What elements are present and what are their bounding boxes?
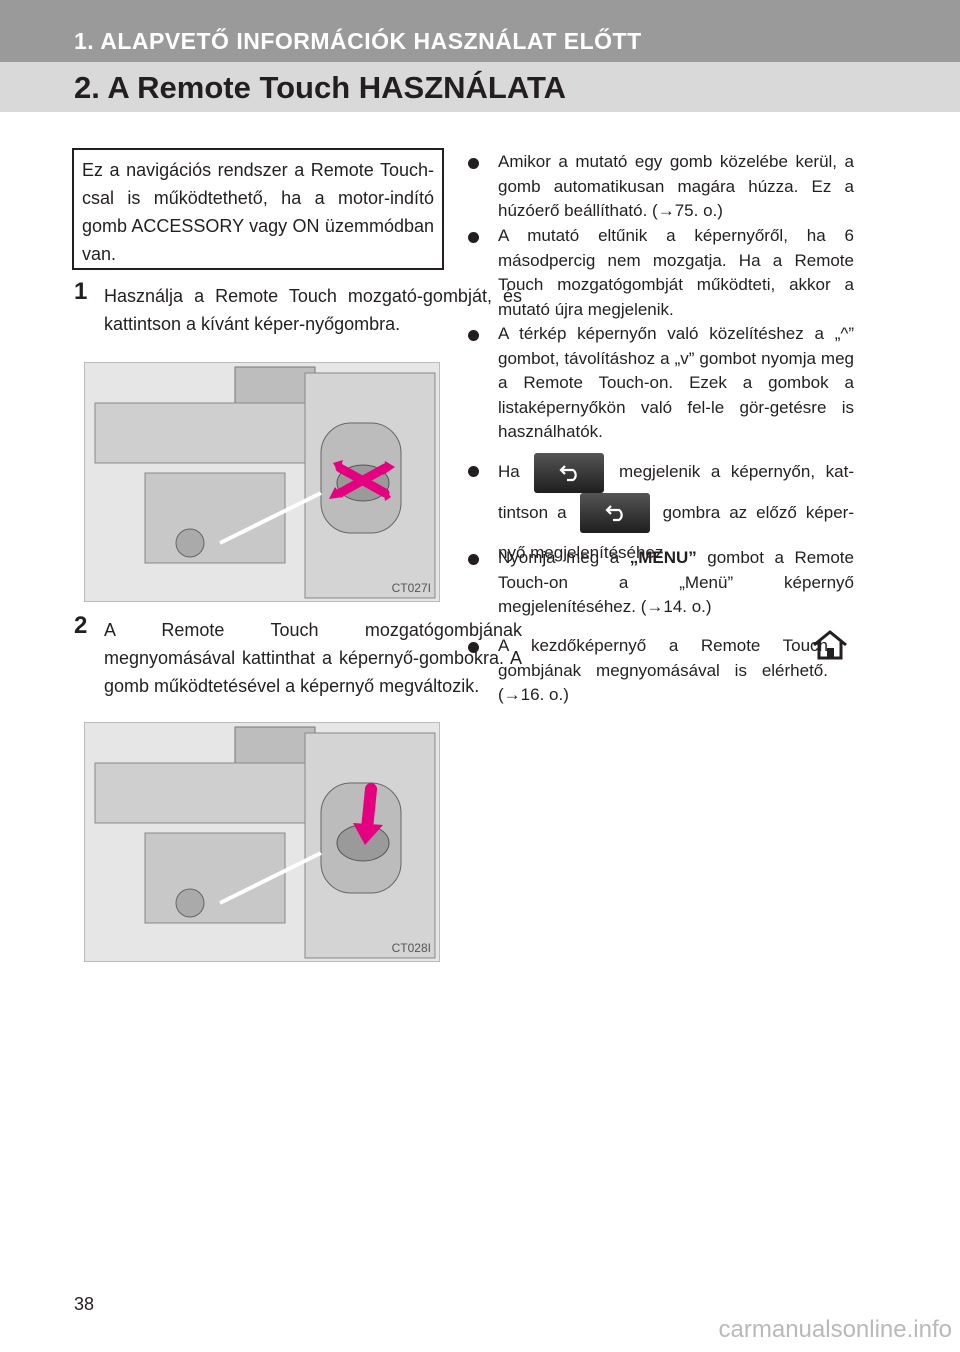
image-code: CT027I bbox=[391, 581, 431, 595]
intro-box: Ez a navigációs rendszer a Remote Touch-… bbox=[72, 148, 444, 270]
bullet-text-part: gombra az előző képer-nyő megjelenítéséh… bbox=[498, 502, 855, 563]
home-icon bbox=[813, 630, 847, 660]
image-code: CT028I bbox=[391, 941, 431, 955]
bullet-text: Amikor a mutató egy gomb közelébe kerül,… bbox=[498, 152, 854, 220]
bullet-text-part: gombot a Remote Touch-on a „Menü” képern… bbox=[498, 548, 854, 616]
remote-touch-press-photo: CT028I bbox=[84, 722, 440, 962]
bullet-text: A mutató eltűnik a képernyőről, ha 6 más… bbox=[498, 226, 854, 319]
bullet-text-part: Ha bbox=[498, 462, 520, 481]
back-arrow-icon bbox=[605, 505, 623, 522]
header-stripe bbox=[0, 0, 960, 62]
watermark: carmanualsonline.info bbox=[718, 1316, 952, 1343]
bullet-text: Ha megjelenik a képernyőn, kat-tintson a… bbox=[498, 452, 854, 573]
page-title: 2. A Remote Touch HASZNÁLATA bbox=[74, 70, 566, 105]
bullet-text-part: megjelenik a képernyőn, kat-tintson a bbox=[498, 462, 854, 522]
back-button-image bbox=[579, 493, 650, 534]
step-text: A Remote Touch mozgatógombjának megnyomá… bbox=[104, 620, 522, 696]
section-title: 1. ALAPVETŐ INFORMÁCIÓK HASZNÁLAT ELŐTT bbox=[74, 28, 642, 54]
bullet-dot bbox=[468, 466, 479, 477]
step-text: Használja a Remote Touch mozgató-gombját… bbox=[104, 286, 522, 334]
bullet-text: A térkép képernyőn való közelítéshez a „… bbox=[498, 324, 854, 441]
step-number: 2 bbox=[74, 612, 88, 639]
bullet-dot bbox=[468, 642, 479, 653]
back-button-image bbox=[534, 452, 605, 493]
back-arrow-icon bbox=[559, 464, 578, 481]
bullet-dot bbox=[468, 330, 479, 341]
bullet-text: Nyomja meg a „MENU” gombot a Remote Touc… bbox=[498, 546, 854, 620]
step-number: 1 bbox=[74, 278, 88, 305]
page-number: 38 bbox=[74, 1294, 95, 1314]
bullet-dot bbox=[468, 554, 479, 565]
menu-key-label: „MENU” bbox=[629, 548, 697, 567]
bullet-text-part: Nyomja meg a bbox=[498, 548, 620, 567]
bullet-text: A kezdőképernyő a Remote Touch gombjának… bbox=[498, 636, 828, 704]
console-illustration bbox=[85, 723, 439, 961]
bullet-dot bbox=[468, 158, 479, 169]
bullet-dot bbox=[468, 232, 479, 243]
console-illustration bbox=[85, 363, 439, 601]
remote-touch-move-photo: CT027I bbox=[84, 362, 440, 602]
page-header: 1. ALAPVETŐ INFORMÁCIÓK HASZNÁLAT ELŐTT … bbox=[0, 0, 960, 112]
